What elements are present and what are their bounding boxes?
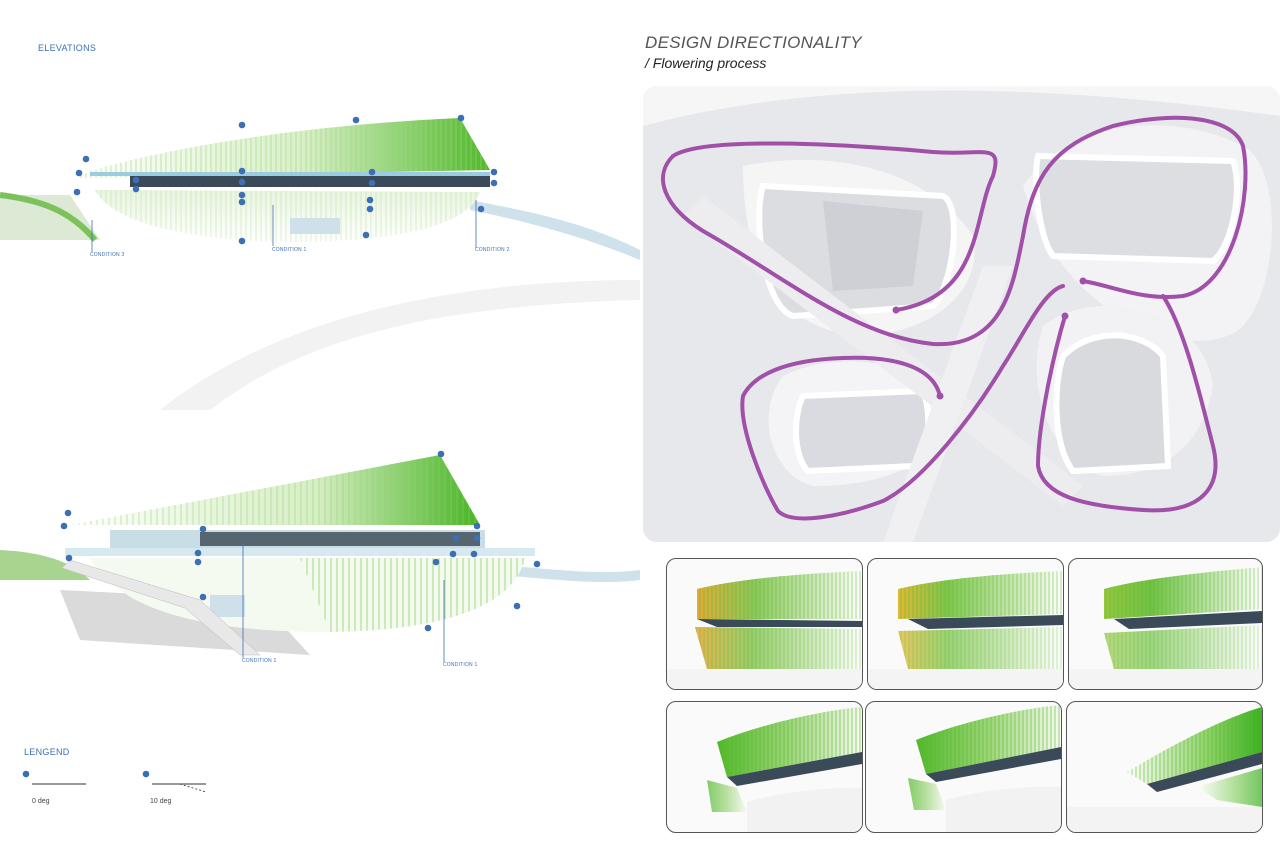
process-thumbnail: [867, 558, 1064, 690]
process-stage-3: [1069, 567, 1262, 689]
process-stage-5: [908, 705, 1061, 832]
process-stage-2: [868, 571, 1063, 689]
legend-label: 10 deg: [150, 798, 172, 805]
condition-label: CONDITION 3: [90, 252, 125, 258]
elevation-top-drawing: [0, 114, 640, 410]
section-subtitle: / Flowering process: [645, 55, 767, 71]
process-thumbnail: [666, 701, 863, 833]
elevations-label: ELEVATIONS: [38, 43, 97, 53]
legend-label: 0 deg: [32, 798, 50, 805]
process-thumbnail: [1068, 558, 1263, 690]
condition-label: CONDITION 2: [475, 247, 510, 253]
elevation-bottom-drawing: [0, 450, 640, 662]
legend-symbols: [22, 770, 207, 793]
elevation-bottom: CONDITION 1 CONDITION 1: [0, 440, 640, 700]
legend: 0 deg 10 deg: [20, 768, 220, 813]
process-stage-1: [667, 571, 862, 689]
process-thumbnail: [666, 558, 863, 690]
condition-label: CONDITION 1: [272, 247, 307, 253]
process-stage-4: [707, 707, 862, 832]
process-thumbnail: [865, 701, 1062, 833]
elevation-top: CONDITION 3 CONDITION 1 CONDITION 2: [0, 100, 640, 410]
section-title: DESIGN DIRECTIONALITY: [645, 33, 862, 52]
plan-view: [643, 86, 1280, 542]
condition-label: CONDITION 1: [443, 662, 478, 668]
process-thumbnail: [1066, 701, 1263, 833]
condition-label: CONDITION 1: [242, 658, 277, 664]
process-stage-6: [1067, 707, 1262, 832]
flowering-plan-drawing: [643, 86, 1280, 542]
legend-title: LENGEND: [24, 747, 70, 757]
